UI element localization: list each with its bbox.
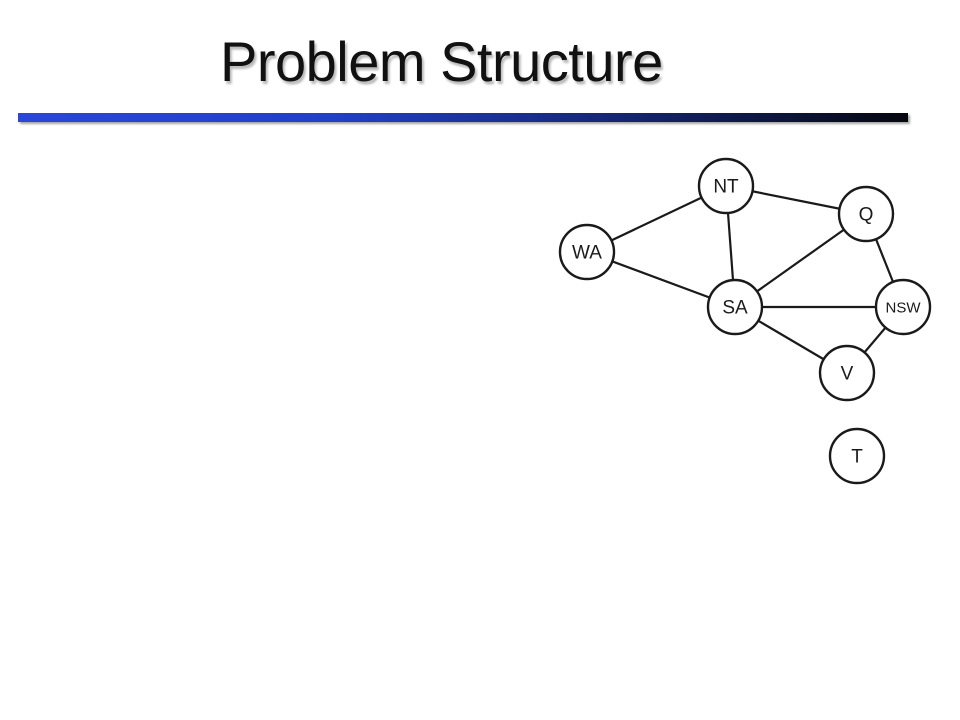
slide-title: Problem Structure [220, 30, 663, 93]
node-label-wa: WA [572, 243, 602, 264]
node-sa: SA [706, 278, 764, 336]
node-label-q: Q [859, 205, 874, 226]
node-t: T [828, 427, 886, 485]
node-circle-t [828, 427, 886, 485]
node-label-nsw: NSW [886, 300, 922, 317]
node-q: Q [837, 185, 895, 243]
node-v: V [818, 344, 876, 402]
node-nsw: NSW [874, 278, 932, 336]
node-circle-v [818, 344, 876, 402]
node-nt: NT [697, 157, 755, 215]
title-underline-rule [18, 113, 908, 122]
node-circle-nt [697, 157, 755, 215]
node-circle-sa [706, 278, 764, 336]
node-label-t: T [851, 447, 863, 468]
node-label-v: V [841, 364, 854, 385]
node-label-nt: NT [713, 177, 739, 198]
node-circle-nsw [874, 278, 932, 336]
graph-nodes: WA NT Q SA NSW V T [558, 157, 932, 485]
node-circle-wa [558, 223, 616, 281]
node-circle-q [837, 185, 895, 243]
node-wa: WA [558, 223, 616, 281]
node-label-sa: SA [722, 298, 748, 319]
